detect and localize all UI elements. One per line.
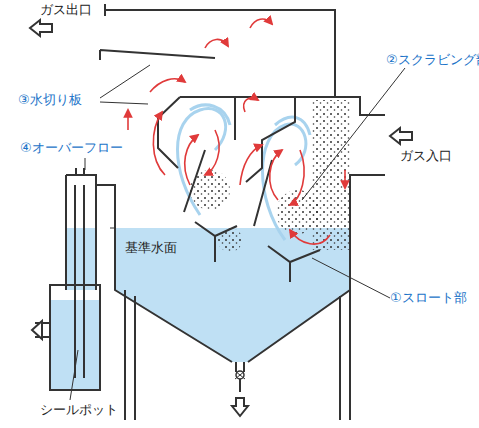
inlet-label: ガス入口 <box>400 148 452 164</box>
callout-label: ③水切り板 <box>18 92 82 108</box>
outlet-label: ガス出口 <box>40 2 92 18</box>
callout-label: ①スロート部 <box>390 290 467 306</box>
gas-flow-arrow <box>128 19 345 244</box>
callout-label: ②スクラビング部 <box>386 52 479 68</box>
part-label: シールポット <box>40 402 118 418</box>
leader-line <box>70 65 405 400</box>
water-level-label: 基準水面 <box>125 240 177 256</box>
overflow-water <box>66 228 96 290</box>
dust-zone <box>312 100 350 250</box>
callout-label: ④オーバーフロー <box>20 140 123 156</box>
drain-valve <box>235 371 245 379</box>
vessel-wall <box>35 4 385 420</box>
spray-zone <box>218 228 242 252</box>
flow-arrow <box>30 20 412 416</box>
drain-valve <box>236 371 244 379</box>
